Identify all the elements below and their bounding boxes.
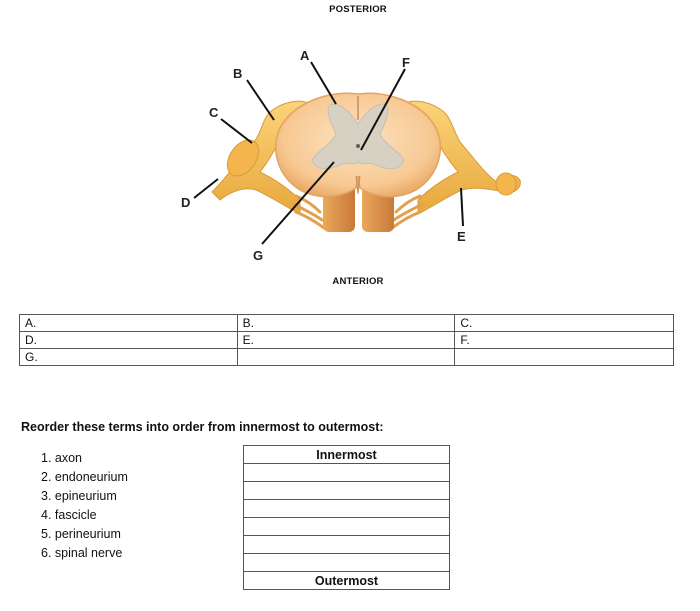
order-slot[interactable] bbox=[243, 535, 450, 554]
answer-cell-g[interactable]: G. bbox=[19, 348, 238, 366]
label-c: C bbox=[209, 105, 219, 120]
answer-cell-empty[interactable] bbox=[454, 348, 674, 366]
left-spinal-nerve bbox=[211, 100, 326, 230]
answer-cell-b[interactable]: B. bbox=[236, 314, 456, 332]
label-f: F bbox=[402, 55, 410, 70]
answer-cell-f[interactable]: F. bbox=[454, 331, 674, 349]
answer-cell-empty[interactable] bbox=[236, 348, 456, 366]
label-d: D bbox=[181, 195, 190, 210]
order-slot[interactable] bbox=[243, 463, 450, 482]
term-item: 3. epineurium bbox=[41, 489, 117, 503]
answer-row: A. B. C. bbox=[19, 314, 674, 332]
reorder-instruction: Reorder these terms into order from inne… bbox=[21, 420, 384, 434]
term-item: 1. axon bbox=[41, 451, 83, 465]
order-slot[interactable] bbox=[243, 481, 450, 500]
order-slot[interactable] bbox=[243, 499, 450, 518]
anterior-label: ANTERIOR bbox=[332, 276, 384, 287]
answer-cell-c[interactable]: C. bbox=[454, 314, 674, 332]
answer-cell-a[interactable]: A. bbox=[19, 314, 238, 332]
answer-cell-d[interactable]: D. bbox=[19, 331, 238, 349]
answer-table: A. B. C. D. E. F. G. bbox=[19, 314, 674, 366]
order-footer-outermost: Outermost bbox=[243, 571, 450, 590]
pointer-lines bbox=[193, 61, 464, 245]
order-slot[interactable] bbox=[243, 517, 450, 536]
answer-cell-e[interactable]: E. bbox=[236, 331, 456, 349]
term-item: 4. fascicle bbox=[41, 508, 97, 522]
term-item: 2. endoneurium bbox=[41, 470, 128, 484]
label-e: E bbox=[457, 229, 466, 244]
answer-row: G. bbox=[19, 348, 674, 366]
posterior-label: POSTERIOR bbox=[329, 4, 387, 15]
central-canal bbox=[356, 144, 360, 148]
order-slot[interactable] bbox=[243, 553, 450, 572]
label-b: B bbox=[233, 66, 242, 81]
gray-matter bbox=[311, 103, 405, 170]
spinal-cord-diagram: A B C D E F G bbox=[181, 48, 521, 263]
spinal-cord bbox=[275, 92, 441, 198]
term-item: 5. perineurium bbox=[41, 527, 121, 541]
answer-row: D. E. F. bbox=[19, 331, 674, 349]
terms-list: 1. axon 2. endoneurium 3. epineurium 4. … bbox=[41, 449, 128, 563]
label-g: G bbox=[253, 248, 263, 263]
order-header-innermost: Innermost bbox=[243, 445, 450, 464]
label-a: A bbox=[300, 48, 310, 63]
term-item: 6. spinal nerve bbox=[41, 546, 123, 560]
order-table: Innermost Outermost bbox=[243, 445, 450, 590]
